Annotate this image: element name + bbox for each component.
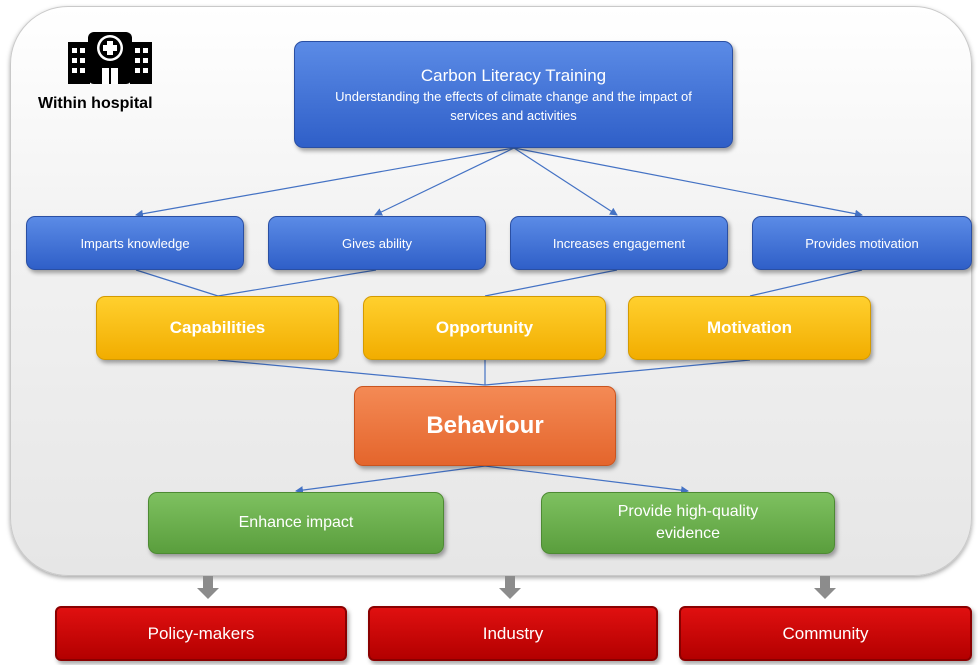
down-arrows xyxy=(197,576,836,599)
down-arrow-industry xyxy=(499,576,521,599)
connector-training-ability xyxy=(374,147,515,216)
down-arrow-community xyxy=(814,576,836,599)
behaviour-box: Behaviour xyxy=(354,386,616,466)
outcome-label: Provide high-quality evidence xyxy=(617,503,759,542)
connector-engagement-opportunity xyxy=(484,269,618,297)
outcome-box-evidence: Provide high-quality evidence xyxy=(541,492,835,554)
hospital-label: Within hospital xyxy=(38,95,153,112)
down-arrow-policy xyxy=(197,576,219,599)
benefit-label: Increases engagement xyxy=(552,235,686,251)
outcome-label: Enhance impact xyxy=(238,514,354,531)
com-box-opportunity: Opportunity xyxy=(363,296,606,360)
audience-box-industry: Industry xyxy=(368,606,658,661)
benefit-box-engagement: Increases engagement xyxy=(510,216,728,270)
outcome-box-impact: Enhance impact xyxy=(148,492,444,554)
connector-training-knowledge xyxy=(135,147,515,218)
audience-label: Community xyxy=(782,623,869,643)
com-box-capabilities: Capabilities xyxy=(96,296,339,360)
carbon-literacy-training-box: Carbon Literacy Training Understanding t… xyxy=(294,41,733,148)
audience-label: Policy-makers xyxy=(147,623,255,643)
audience-box-policy-makers: Policy-makers xyxy=(55,606,347,661)
com-label: Opportunity xyxy=(435,318,534,337)
connector-motivation-motivation xyxy=(749,269,863,297)
connector-behaviour-impact xyxy=(295,465,486,495)
audience-label: Industry xyxy=(482,623,544,643)
com-label: Motivation xyxy=(707,318,792,337)
connector-motivation-behaviour xyxy=(484,359,751,386)
connector-ability-capabilities xyxy=(217,269,377,297)
benefit-label: Gives ability xyxy=(341,235,413,251)
training-subtitle: Understanding the effects of climate cha… xyxy=(335,88,692,123)
connector-training-motivation xyxy=(513,147,863,218)
benefit-box-ability: Gives ability xyxy=(268,216,486,270)
com-label: Capabilities xyxy=(169,318,266,337)
behaviour-label: Behaviour xyxy=(426,412,544,439)
connector-knowledge-capabilities xyxy=(135,269,219,297)
benefit-box-motivation: Provides motivation xyxy=(752,216,972,270)
benefit-label: Imparts knowledge xyxy=(80,235,190,251)
connector-behaviour-evidence xyxy=(484,465,689,495)
com-box-motivation: Motivation xyxy=(628,296,871,360)
benefit-label: Provides motivation xyxy=(805,235,919,251)
audience-box-community: Community xyxy=(679,606,972,661)
benefit-box-knowledge: Imparts knowledge xyxy=(26,216,244,270)
connector-capabilities-behaviour xyxy=(217,359,486,386)
hospital-icon xyxy=(68,32,152,84)
connector-training-engagement xyxy=(513,147,618,216)
training-title: Carbon Literacy Training xyxy=(420,65,607,85)
